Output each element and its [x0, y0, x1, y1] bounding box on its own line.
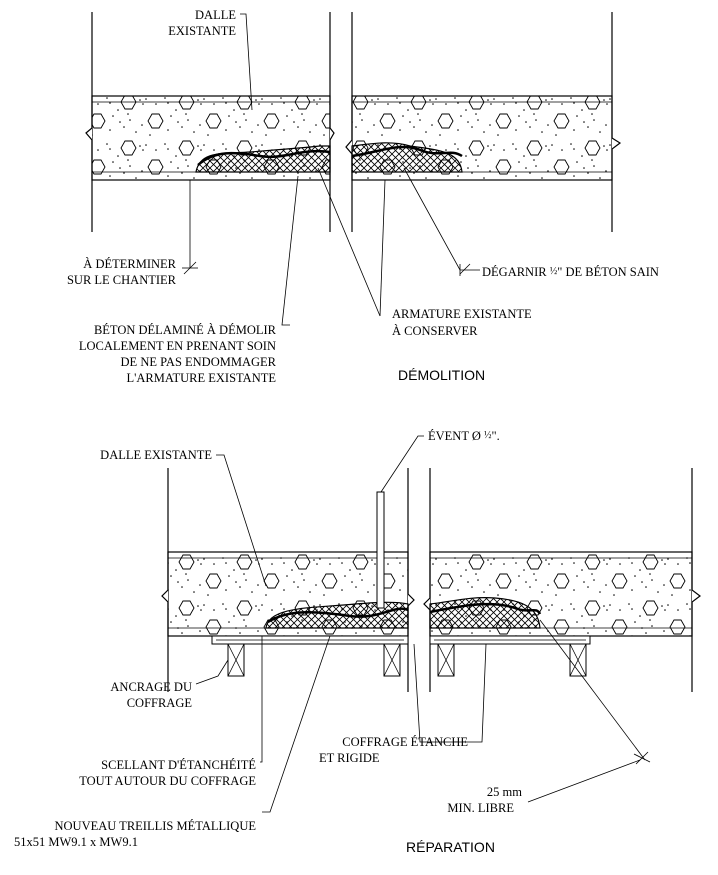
existing-rebar	[351, 145, 463, 158]
leader-line	[195, 659, 229, 685]
label-vent: ÉVENT Ø ½".	[428, 429, 500, 443]
label-rebar-line1: ARMATURE EXISTANTE	[392, 307, 532, 321]
label-sealant-line2: TOUT AUTOUR DU COFFRAGE	[79, 774, 256, 788]
leader-line	[470, 643, 487, 743]
label-rebar-line2: À CONSERVER	[392, 324, 478, 338]
label-mesh-line2: 51x51 MW9.1 x MW9.1	[14, 835, 138, 849]
leader-line	[216, 454, 267, 587]
label-strip: DÉGARNIR ½" DE BÉTON SAIN	[482, 265, 659, 279]
leader-line	[281, 175, 299, 326]
label-formwork-line1: COFFRAGE ÉTANCHE	[342, 735, 468, 749]
formwork-right	[429, 635, 591, 677]
leader-line	[317, 167, 381, 317]
tick-mark	[183, 261, 197, 275]
label-delam-line1: BÉTON DÉLAMINÉ À DÉMOLIR	[94, 323, 277, 337]
leader-line	[413, 643, 470, 743]
tick-mark	[633, 753, 651, 763]
leader-line	[262, 635, 331, 813]
new-wire-mesh	[429, 602, 542, 615]
label-site-line1: À DÉTERMINER	[83, 257, 176, 271]
demolition-detail: DALLE EXISTANTE À DÉTERMINER SUR LE CHAN…	[67, 8, 659, 385]
existing-rebar	[197, 149, 331, 166]
formwork-left	[211, 635, 409, 677]
label-delam-line2: LOCALEMENT EN PRENANT SOIN	[79, 339, 276, 353]
dimension-line	[539, 619, 646, 761]
label-site-line2: SUR LE CHANTIER	[67, 273, 177, 287]
label-sealant-line1: SCELLANT D'ÉTANCHÉITÉ	[101, 758, 256, 772]
label-mesh-line1: NOUVEAU TREILLIS MÉTALLIQUE	[54, 819, 256, 833]
vent-pipe	[376, 491, 385, 609]
new-concrete-mesh	[429, 597, 541, 629]
leader-line	[260, 636, 263, 763]
label-anchor-line2: COFFRAGE	[127, 696, 193, 710]
leader-line	[379, 179, 386, 317]
label-delam-line4: L'ARMATURE EXISTANTE	[126, 371, 276, 385]
label-formwork-line2: ET RIGIDE	[319, 751, 380, 765]
label-anchor-line1: ANCRAGE DU	[110, 680, 192, 694]
leader-line	[380, 435, 424, 493]
label-slab: DALLE EXISTANTE	[100, 448, 212, 462]
label-clearance-line2: MIN. LIBRE	[447, 801, 514, 815]
repair-detail: ÉVENT Ø ½". DALLE EXISTANTE ANCRAGE DU C…	[14, 429, 701, 855]
label-slab-line1: DALLE	[195, 8, 236, 22]
label-clearance-line1: 25 mm	[487, 785, 522, 799]
title-demolition: DÉMOLITION	[398, 367, 485, 383]
leader-line	[240, 13, 253, 111]
title-repair: RÉPARATION	[406, 839, 495, 855]
label-slab-line2: EXISTANTE	[168, 24, 236, 38]
leader-line	[403, 167, 480, 271]
leader-line	[527, 759, 641, 803]
label-delam-line3: DE NE PAS ENDOMMAGER	[121, 355, 277, 369]
new-wire-mesh	[267, 607, 409, 624]
tick-mark	[459, 263, 471, 275]
